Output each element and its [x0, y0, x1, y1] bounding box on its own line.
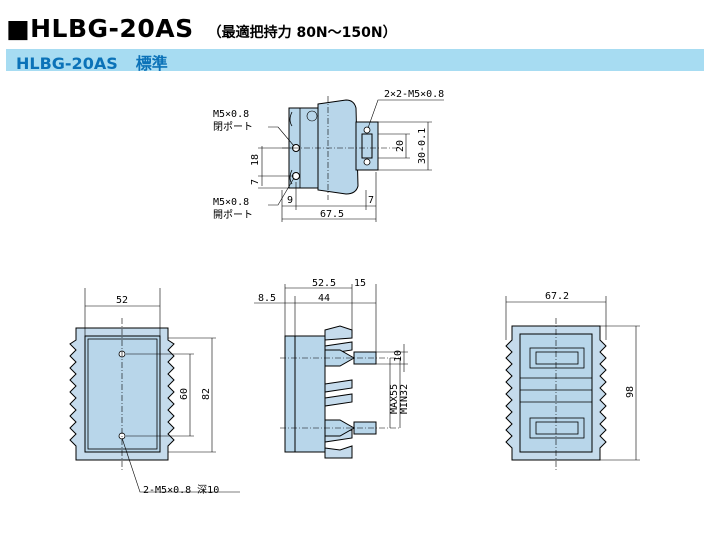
title-square: ■ [6, 14, 31, 43]
top-view-jaw [361, 133, 373, 159]
dim-67-2: 67.2 [545, 291, 569, 302]
front-view: 52 60 82 2-M5×0.8 深10 [69, 288, 240, 496]
rear-view: 67.2 98 [505, 291, 640, 470]
dim-max: MAX55 [389, 384, 400, 414]
dim-15: 15 [354, 278, 366, 289]
section-band: HLBG-20AS 標準 [6, 49, 704, 74]
label-port-lower-name: 開ポート [213, 209, 253, 221]
dim-60: 60 [179, 388, 190, 400]
dim-98: 98 [625, 386, 636, 398]
dim-9: 9 [287, 195, 293, 206]
top-view: M5×0.8 閉ポート M5×0.8 開ポート 2×2-M5×0.8 18 7 … [213, 89, 444, 222]
label-port-lower-spec: M5×0.8 [213, 197, 249, 208]
dim-7: 7 [250, 179, 261, 185]
dim-30: 30-0.1 [417, 128, 428, 164]
side-view-plate [284, 335, 296, 453]
dim-min: MIN32 [399, 384, 410, 414]
side-view: 52.5 15 8.5 44 10 MAX55 MIN32 [254, 278, 410, 459]
dim-10: 10 [393, 350, 404, 362]
band-label: 標準 [135, 54, 168, 73]
band-model: HLBG-20AS [16, 54, 118, 73]
dim-8-5: 8.5 [258, 293, 276, 304]
dim-52-5: 52.5 [312, 278, 336, 289]
label-port-upper-name: 閉ポート [213, 121, 253, 133]
dim-82: 82 [201, 388, 212, 400]
label-port-upper-spec: M5×0.8 [213, 109, 249, 120]
dim-7b: 7 [368, 195, 374, 206]
front-hole-note: 2-M5×0.8 深10 [143, 484, 219, 496]
band-title: HLBG-20AS 標準 [16, 50, 168, 74]
side-view-fins [324, 325, 353, 459]
dim-52: 52 [116, 295, 128, 306]
page-title: ■HLBG-20AS （最適把持力 80N〜150N） [6, 14, 397, 43]
dim-18: 18 [250, 154, 261, 166]
side-view-body [294, 335, 326, 453]
title-subtitle: （最適把持力 80N〜150N） [207, 25, 397, 41]
dim-20: 20 [395, 140, 406, 152]
label-mount-spec: 2×2-M5×0.8 [384, 89, 444, 100]
top-view-bellows [317, 99, 359, 195]
dim-44: 44 [318, 293, 330, 304]
dim-67-5: 67.5 [320, 209, 344, 220]
title-model: HLBG-20AS [30, 14, 194, 43]
